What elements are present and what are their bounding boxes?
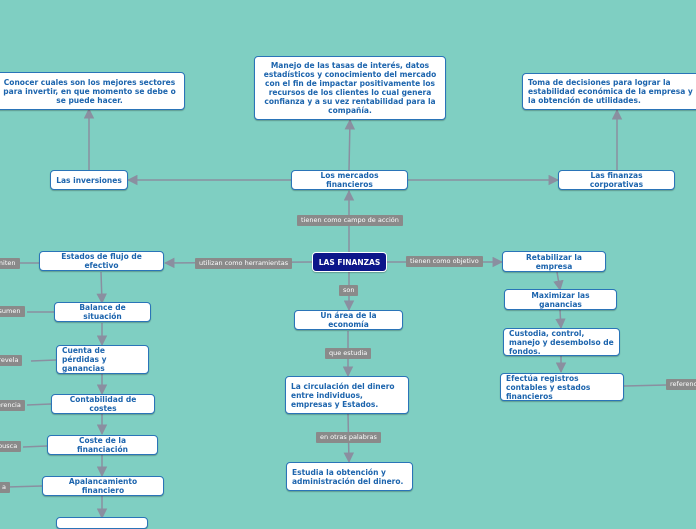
node-estudia[interactable]: Estudia la obtención y administración de…: [286, 462, 413, 491]
node-root[interactable]: LAS FINANZAS: [312, 252, 387, 272]
tag-revela: que revela: [0, 355, 23, 366]
tag-referencia-right: referencia: [666, 379, 696, 390]
node-corporativas[interactable]: Las finanzas corporativas: [558, 170, 675, 190]
node-area[interactable]: Un área de la economía: [294, 310, 403, 330]
tag-apal: a: [0, 482, 10, 493]
node-inversiones[interactable]: Las inversiones: [50, 170, 128, 190]
tag-resumen: resumen: [0, 306, 25, 317]
tag-permiten: permiten: [0, 258, 20, 269]
tag-que-estudia: que estudia: [325, 348, 372, 359]
tag-otras-palabras: en otras palabras: [316, 432, 381, 443]
node-circulacion[interactable]: La circulación del dinero entre individu…: [285, 376, 409, 414]
node-corporativas-desc[interactable]: Toma de decisiones para lograr la estabi…: [522, 73, 696, 110]
node-maximizar[interactable]: Maximizar las ganancias: [504, 289, 617, 310]
node-financiacion[interactable]: Coste de la financiación: [47, 435, 158, 455]
tag-busca: busca: [0, 441, 22, 452]
node-registros[interactable]: Efectúa registros contables y estados fi…: [500, 373, 624, 401]
node-mercados[interactable]: Los mercados financieros: [291, 170, 408, 190]
node-balance[interactable]: Balance de situación: [54, 302, 151, 322]
tag-referencia-left: referencia: [0, 400, 25, 411]
node-apalancamiento[interactable]: Apalancamiento financiero: [42, 476, 164, 496]
tag-herramientas: utilizan como herramientas: [195, 258, 293, 269]
node-retabilizar[interactable]: Retabilizar la empresa: [502, 251, 606, 272]
node-mercados-desc[interactable]: Manejo de las tasas de interés, datos es…: [254, 56, 446, 120]
node-inversiones-desc[interactable]: Conocer cuales son los mejores sectores …: [0, 72, 185, 110]
node-flujo[interactable]: Estados de flujo de efectivo: [39, 251, 164, 271]
tag-objetivo: tienen como objetivo: [406, 256, 483, 267]
node-custodia[interactable]: Custodia, control, manejo y desembolso d…: [503, 328, 620, 356]
node-left-bottom[interactable]: [56, 517, 148, 529]
tag-son: son: [339, 285, 359, 296]
tag-campo: tienen como campo de acción: [297, 215, 403, 226]
node-perdidas[interactable]: Cuenta de pérdidas y ganancias: [56, 345, 149, 374]
node-costes[interactable]: Contabilidad de costes: [51, 394, 155, 414]
